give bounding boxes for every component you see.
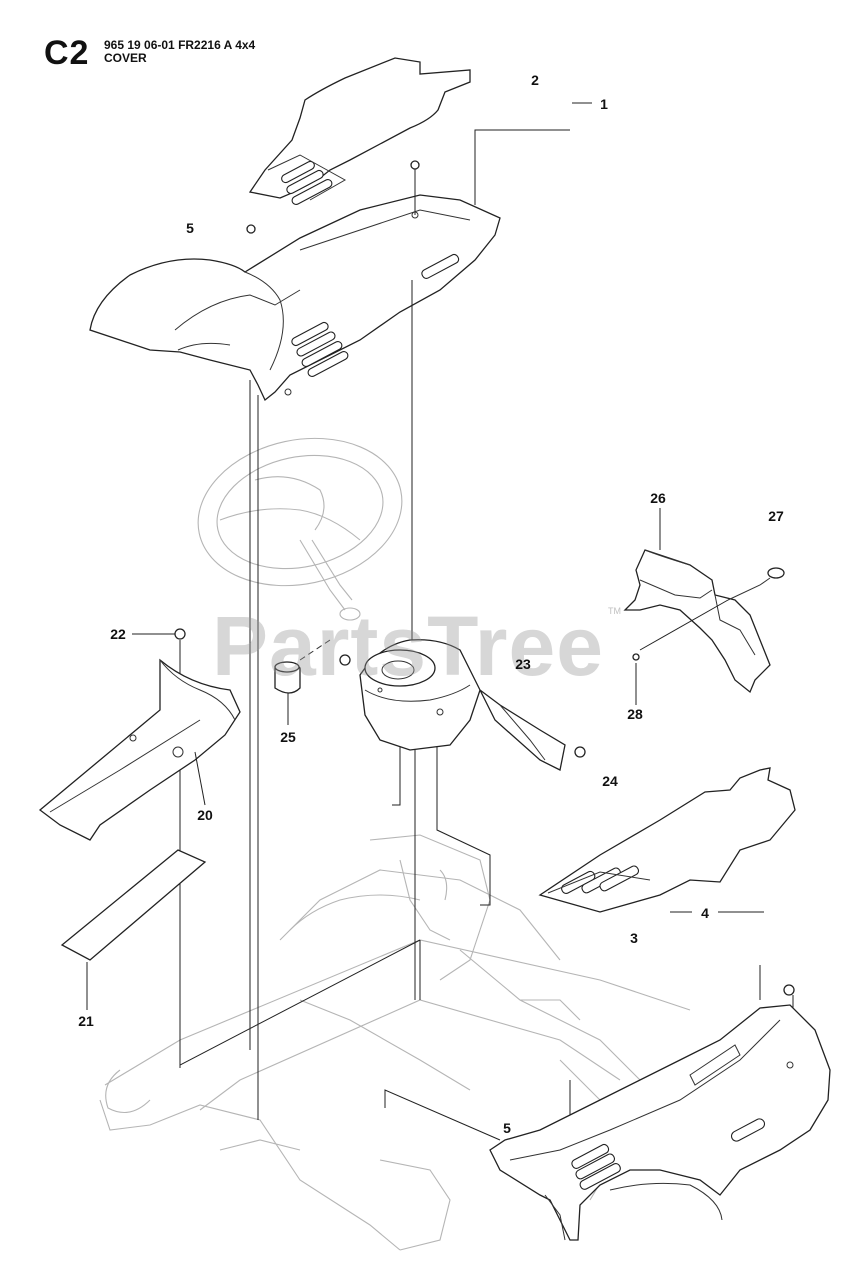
section-name: COVER [104, 51, 147, 65]
callout-2: 2 [531, 72, 539, 88]
model-line: 965 19 06-01 FR2216 A 4x4 [104, 38, 256, 52]
part-3-lower-fender-cover [489, 1004, 831, 1241]
part-26-bracket-cover [623, 508, 771, 694]
part-25-grommet [274, 639, 331, 725]
callout-3: 3 [630, 930, 638, 946]
chassis-frame-outline [99, 834, 691, 1251]
callout-20: 20 [197, 807, 213, 823]
callout-4: 4 [701, 905, 709, 921]
part-27-cable-tie [639, 567, 785, 651]
watermark-text: PartsTree [212, 599, 604, 693]
watermark-trademark: TM [608, 606, 621, 616]
callout-22: 22 [110, 626, 126, 642]
callout-21: 21 [78, 1013, 94, 1029]
callout-28: 28 [627, 706, 643, 722]
callout-27: 27 [768, 508, 784, 524]
callout-24: 24 [602, 773, 618, 789]
callout-23: 23 [515, 656, 531, 672]
part-24-floor-mat-lower [538, 767, 796, 913]
part-1-upper-fender-cover [89, 194, 501, 402]
callout-1: 1 [600, 96, 608, 112]
section-code: C2 [44, 34, 90, 72]
callout-25: 25 [280, 729, 296, 745]
callout-5-bottom: 5 [503, 1120, 511, 1136]
part-23-steering-column-cover [359, 639, 566, 771]
part-20-side-panel [38, 658, 241, 841]
steering-wheel-outline [197, 437, 403, 621]
callout-5-top: 5 [186, 220, 194, 236]
part-21-floor-strip [60, 849, 207, 1010]
part-2-floor-mat-top [248, 57, 471, 206]
callout-26: 26 [650, 490, 666, 506]
